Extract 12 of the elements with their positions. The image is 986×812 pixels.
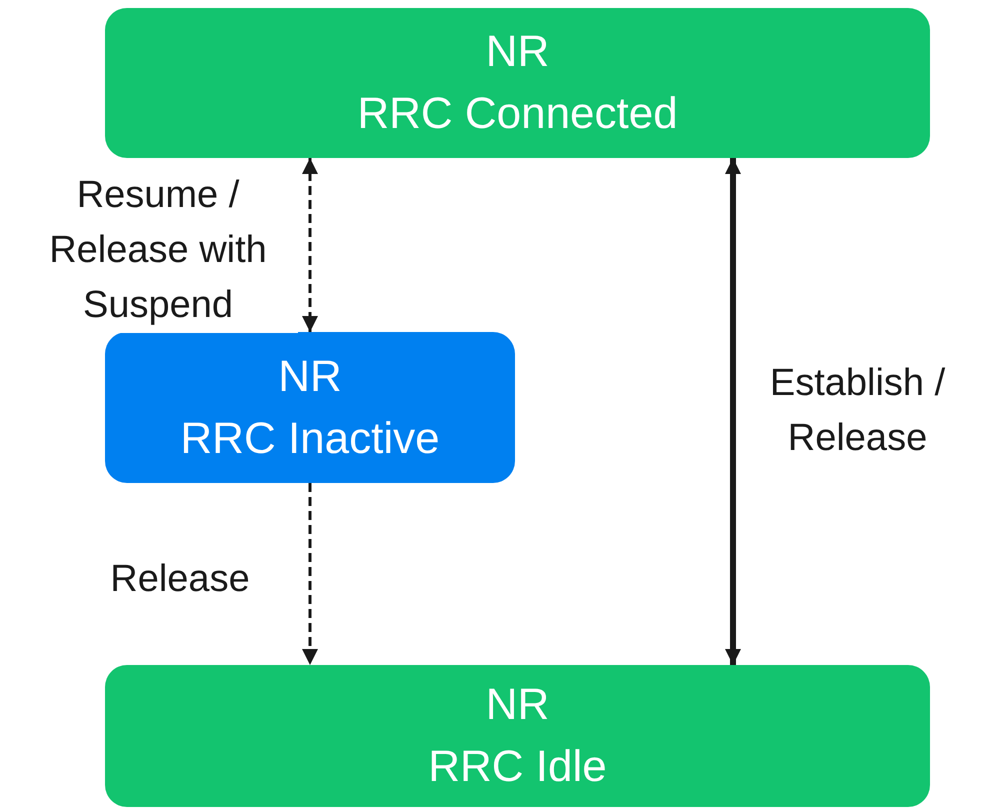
state-label: NR <box>278 350 342 403</box>
arrow <box>302 158 318 332</box>
state-label: RRC Inactive <box>180 412 440 464</box>
state-label: RRC Connected <box>357 88 678 140</box>
state-box <box>105 8 930 158</box>
state-label: NR <box>486 679 550 732</box>
arrow <box>725 158 741 665</box>
arrow <box>302 483 318 665</box>
state-label: NR <box>486 26 550 78</box>
state-label: RRC Idle <box>428 741 607 793</box>
state-box <box>105 332 515 483</box>
state-box <box>105 665 930 807</box>
